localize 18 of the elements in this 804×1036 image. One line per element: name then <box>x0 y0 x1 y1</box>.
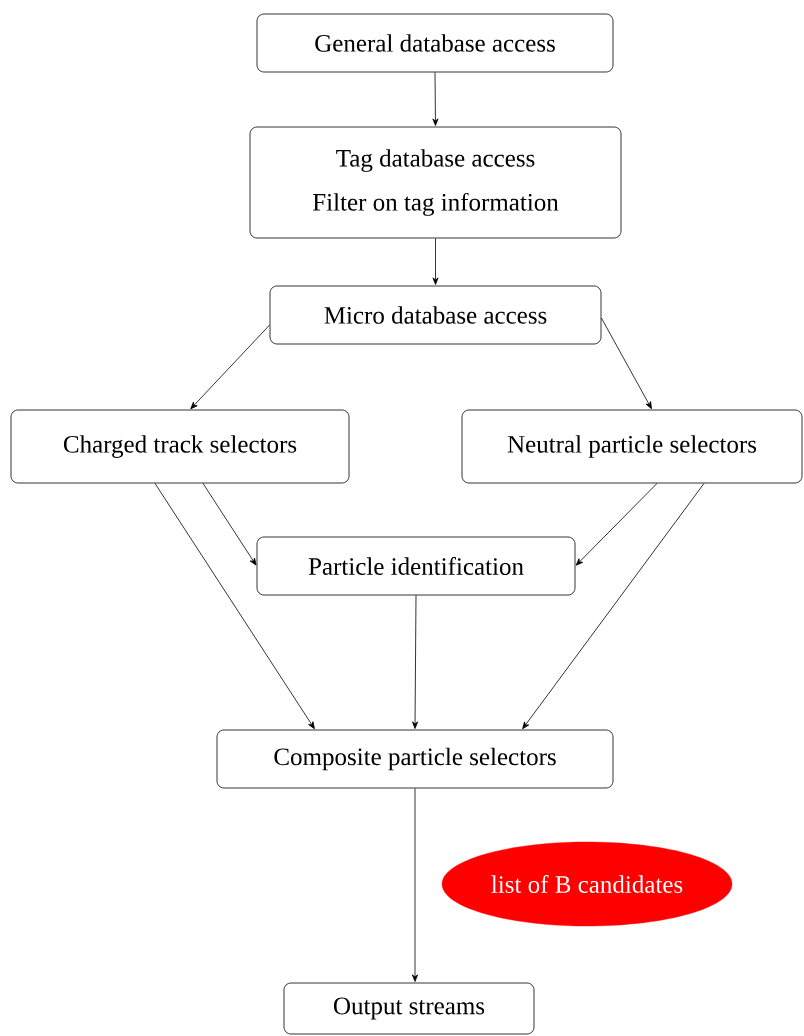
process-box: Composite particle selectors <box>216 729 614 789</box>
arrow <box>601 317 652 410</box>
process-box: General database access <box>256 13 614 73</box>
process-box: Particle identification <box>256 536 576 596</box>
arrow <box>202 483 257 566</box>
process-box: Neutral particle selectors <box>461 409 803 484</box>
process-box: Output streams <box>283 982 535 1035</box>
process-box: Micro database access <box>269 285 602 345</box>
process-box: Charged track selectors <box>10 409 350 484</box>
arrow <box>154 483 315 730</box>
arrow <box>412 595 419 729</box>
arrow <box>575 483 658 566</box>
arrow <box>432 72 439 126</box>
arrow <box>432 238 439 285</box>
process-box: Tag database access Filter on tag information <box>249 126 622 239</box>
arrow <box>522 483 705 730</box>
arrow <box>412 788 418 982</box>
arrow <box>190 324 270 410</box>
